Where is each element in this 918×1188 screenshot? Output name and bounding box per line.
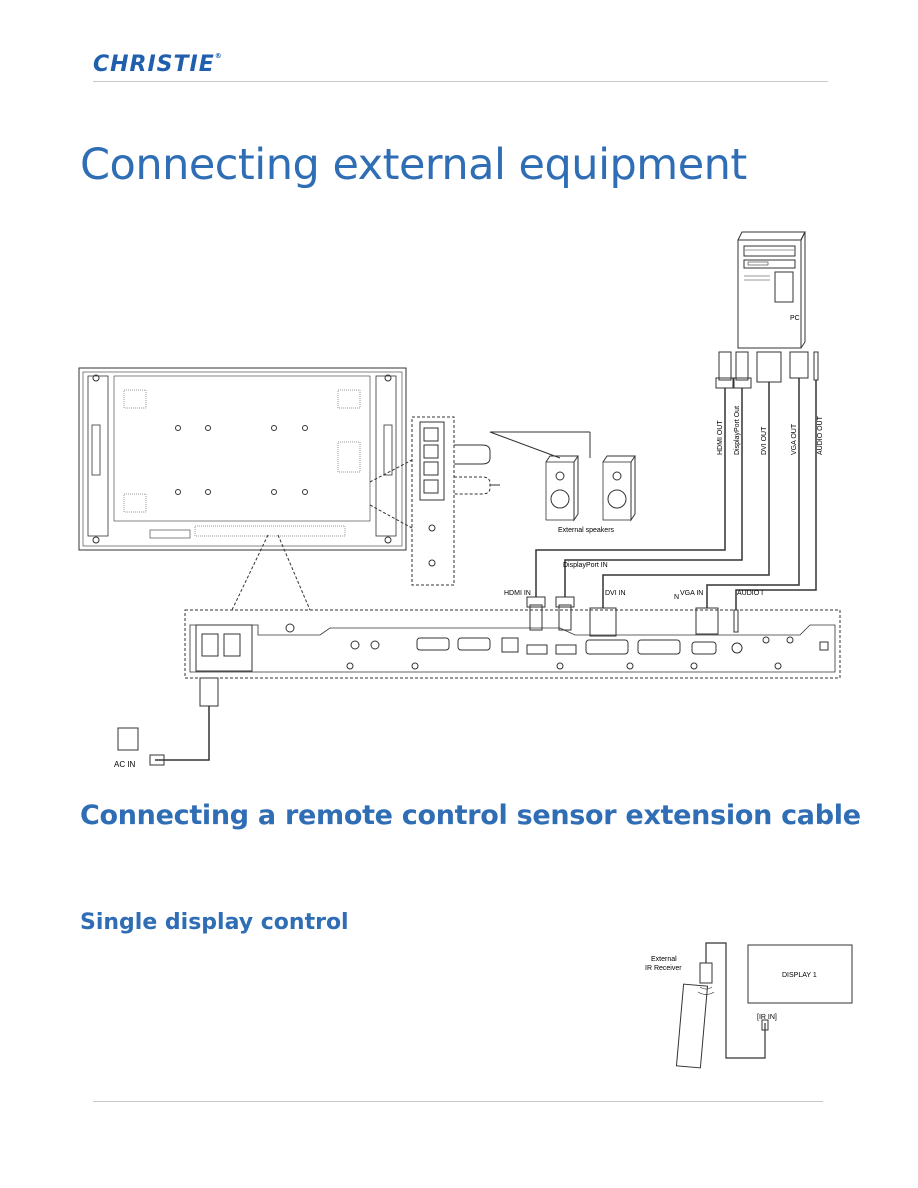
page-title: Connecting external equipment: [80, 140, 747, 190]
ir-in-label: [IR IN]: [757, 1014, 777, 1021]
dvi-out-label: DVI OUT: [761, 426, 768, 455]
speaker-icons: [545, 455, 636, 522]
audio-in-label: AUDIO I: [737, 590, 763, 597]
speaker-terminal-zoom: [369, 416, 591, 586]
pc-icon: [737, 231, 806, 349]
connector-panel: [184, 609, 841, 679]
audio-out-label: AUDIO OUT: [817, 415, 824, 455]
receiver-label-1: External: [651, 956, 677, 963]
receiver-label-2: IR Receiver: [645, 965, 682, 972]
display-back: [78, 367, 407, 551]
footer-divider: [93, 1101, 823, 1102]
hdmi-in-label: HDMI IN: [504, 590, 531, 597]
dvi-in-label: DVI IN: [605, 590, 626, 597]
connection-diagram: PC HDMI OUT DisplayPort Out DVI OUT VGA …: [78, 231, 841, 769]
vga-out-label: VGA OUT: [791, 423, 798, 455]
remote-sensor-heading: Connecting a remote control sensor exten…: [80, 800, 861, 831]
pc-label: PC: [790, 315, 800, 322]
hdmi-out-label: HDMI OUT: [717, 420, 724, 455]
display-1-label: DISPLAY 1: [782, 972, 817, 979]
single-display-heading: Single display control: [80, 910, 349, 935]
output-plugs: [715, 351, 819, 389]
displayport-in-label: DisplayPort IN: [563, 562, 608, 569]
ac-in-label: AC IN: [114, 760, 136, 769]
vga-in-label: VGA IN: [680, 590, 703, 597]
vga-in-prefix: N: [674, 594, 679, 601]
ir-receiver-diagram: External IR Receiver DISPLAY 1 [IR IN]: [645, 942, 853, 1069]
displayport-out-label: DisplayPort Out: [734, 406, 741, 455]
cables: [535, 378, 817, 610]
power-cord: [117, 677, 219, 766]
speakers-label: External speakers: [558, 527, 615, 534]
christie-logo: CHRISTIE®: [93, 52, 223, 77]
header-divider: [93, 81, 828, 82]
